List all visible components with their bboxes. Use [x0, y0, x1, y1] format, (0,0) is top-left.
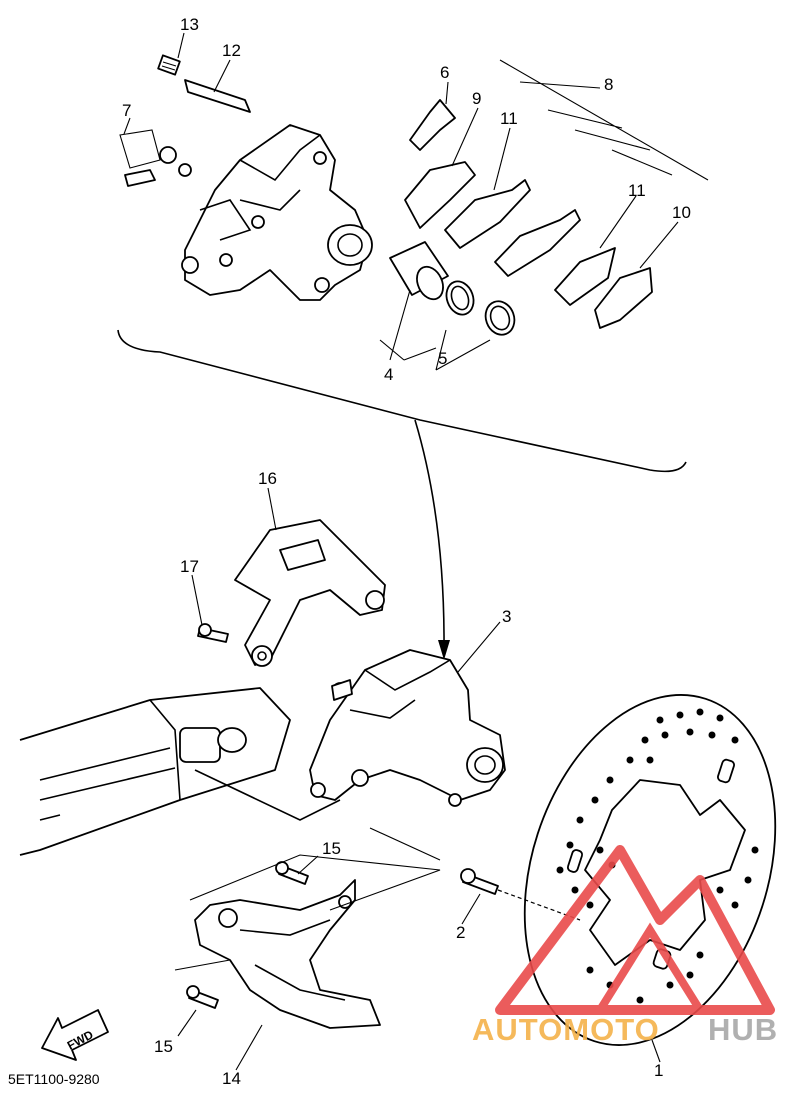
callout-10: 10 [672, 203, 691, 222]
callout-3: 3 [502, 607, 511, 626]
callout-15: 15 [322, 839, 341, 858]
callout-numbers: 13 12 7 6 9 11 8 11 10 4 5 16 17 3 15 2 … [122, 15, 691, 1088]
callout-17: 17 [180, 557, 199, 576]
assembly-arrow [414, 419, 445, 651]
callout-14: 14 [222, 1069, 241, 1088]
fwd-arrow-icon: FWD [41, 1009, 109, 1061]
callout-7: 7 [122, 101, 131, 120]
callout-11: 11 [500, 109, 518, 128]
watermark-hub: HUB [708, 1012, 778, 1047]
diagram-code: 5ET1100-9280 [8, 1071, 100, 1087]
watermark-automoto: AUTOMOTO [472, 1012, 660, 1047]
callout-13: 13 [180, 15, 199, 34]
callout-2: 2 [456, 923, 465, 942]
callout-8: 8 [604, 75, 613, 94]
watermark-logo: AUTOMOTO HUB [472, 845, 778, 1047]
caliper-exploded-assembly [117, 32, 709, 473]
callout-15b: 15 [154, 1037, 173, 1056]
callout-6: 6 [440, 63, 449, 82]
callout-1: 1 [654, 1061, 663, 1080]
callout-4: 4 [384, 365, 393, 384]
callout-11b: 11 [628, 181, 646, 200]
callout-5: 5 [438, 349, 447, 368]
caliper-installed-assembly [19, 487, 777, 1071]
callout-16: 16 [258, 469, 277, 488]
callout-9: 9 [472, 89, 481, 108]
callout-12: 12 [222, 41, 241, 60]
